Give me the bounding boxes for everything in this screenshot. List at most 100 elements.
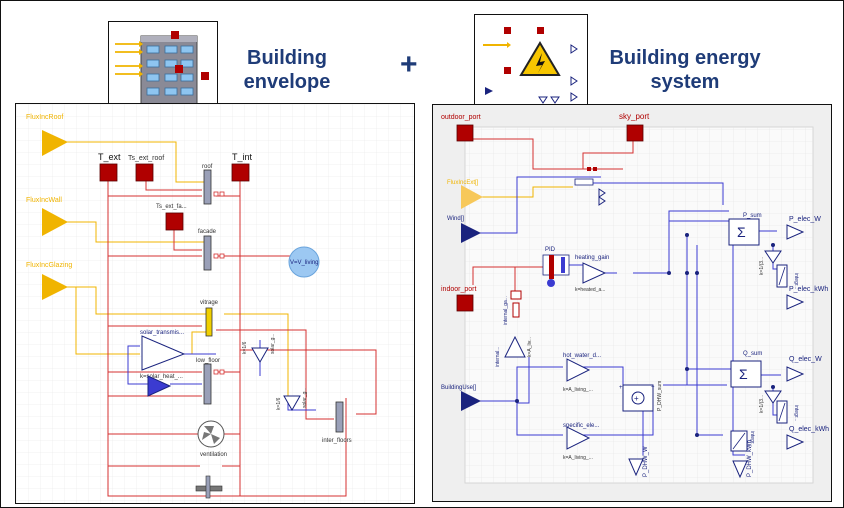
air-volume-label: V=V_living bbox=[290, 260, 319, 266]
p-sum-label: P_sum bbox=[743, 213, 762, 219]
gain-label: solar_g... bbox=[302, 387, 308, 408]
q-elec-w-label: Q_elec_W bbox=[789, 356, 822, 363]
outdoor-port bbox=[456, 124, 474, 142]
gain-label: solar_g... bbox=[270, 333, 276, 354]
sky-port bbox=[626, 124, 644, 142]
inter-floors-label: inter_floors bbox=[322, 438, 352, 444]
kwh-conv-label: k=1/(3... bbox=[759, 257, 765, 275]
ts-ext-facade-port bbox=[165, 212, 184, 231]
building-use-input-icon bbox=[461, 391, 481, 411]
ts-ext-facade-label: Ts_ext_fa... bbox=[156, 204, 187, 210]
prescribed-heat-flow-icon bbox=[147, 375, 172, 397]
solar-transmission-label: solar_transmis... bbox=[140, 330, 184, 336]
flux-ext-input-icon bbox=[461, 185, 483, 209]
low-floor-component bbox=[203, 363, 212, 405]
kwh-conv-label: k=1/(3... bbox=[759, 395, 765, 413]
internal-label: internal... bbox=[495, 346, 501, 367]
integrator-label: integr... bbox=[793, 405, 799, 421]
svg-text:+: + bbox=[634, 394, 639, 403]
roof-component bbox=[203, 169, 212, 205]
p-elec-w-label: P_elec_W bbox=[789, 216, 821, 223]
gain-icon bbox=[283, 395, 301, 412]
energy-system-diagram: FluxIncExt[] bbox=[441, 112, 829, 484]
system-title-line1: Building energy bbox=[609, 47, 761, 69]
ts-ext-roof-port bbox=[135, 163, 154, 182]
system-title: Building energy system bbox=[590, 46, 780, 94]
dhw-add-block bbox=[622, 384, 654, 412]
system-title-line2: system bbox=[650, 71, 720, 93]
specific-elec-param: k=A_living_... bbox=[563, 455, 593, 461]
heating-gain-block bbox=[582, 262, 607, 284]
t-ext-label: T_ext bbox=[98, 152, 121, 162]
specific-elec-label: specific_ele... bbox=[563, 423, 600, 429]
envelope-model-panel: FluxIncRoof FluxIncWall FluxIncGlazing T… bbox=[15, 103, 415, 504]
sky-port-label: sky_port bbox=[619, 112, 650, 121]
svg-text:+: + bbox=[651, 385, 655, 391]
internal-gain-param: k=A_liv... bbox=[527, 337, 533, 357]
svg-text:Σ: Σ bbox=[739, 366, 748, 382]
pid-block bbox=[542, 254, 570, 276]
p-dhw-w-output-icon bbox=[628, 458, 644, 477]
q-sum-block bbox=[730, 360, 762, 388]
plus-sign: + bbox=[400, 48, 418, 81]
integrator-label: integr... bbox=[793, 273, 799, 289]
t-ext-port bbox=[99, 163, 118, 182]
q-sum-label: Q_sum bbox=[743, 351, 762, 357]
q-elec-kwh-label: Q_elec_kWh bbox=[789, 426, 829, 433]
p-dhw-w-label: P_DHW_W bbox=[643, 446, 649, 477]
p-elec-kwh-label: P_elec_kWh bbox=[789, 286, 828, 293]
heating-gain-param: k=heated_a... bbox=[575, 287, 605, 293]
p-dhw-kwh-label: P_DHW_kWh bbox=[747, 440, 753, 477]
low-floor-label: low_floor bbox=[196, 358, 220, 364]
wind-input-icon bbox=[461, 223, 481, 243]
vitrage-label: vitrage bbox=[200, 300, 219, 306]
indoor-port bbox=[456, 294, 474, 312]
envelope-title-line2: envelope bbox=[243, 71, 331, 93]
flux-glazing-input-icon bbox=[42, 274, 68, 300]
flux-wall-label: FluxIncWall bbox=[26, 197, 62, 204]
dhw-sum-label: P_DHW_sum bbox=[657, 381, 663, 411]
t-int-label: T_int bbox=[232, 152, 253, 162]
gain-label: k=1/6 bbox=[242, 341, 248, 354]
energy-system-icon bbox=[474, 14, 588, 117]
q-elec-w-output-icon bbox=[786, 366, 805, 382]
envelope-title: Building envelope bbox=[222, 46, 352, 94]
hot-water-gain-block bbox=[566, 358, 591, 382]
p-elec-kwh-output-icon bbox=[786, 294, 805, 310]
q-elec-kwh-output-icon bbox=[786, 434, 805, 450]
solar-transmission-param: k=solar_heat_... bbox=[140, 374, 183, 380]
flux-wall-input-icon bbox=[42, 208, 68, 236]
indoor-port-label: indoor_port bbox=[441, 286, 476, 293]
vitrage-component bbox=[205, 307, 213, 337]
building-use-label: BuildingUse[] bbox=[441, 385, 477, 391]
energy-system-model-panel: FluxIncExt[] bbox=[432, 104, 832, 502]
flux-glazing-label: FluxIncGlazing bbox=[26, 262, 72, 269]
flux-roof-input-icon bbox=[42, 130, 68, 156]
envelope-diagram: FluxIncRoof FluxIncWall FluxIncGlazing T… bbox=[16, 104, 414, 503]
svg-text:+: + bbox=[619, 385, 623, 391]
p-dhw-kwh-output-icon bbox=[732, 460, 748, 479]
svg-text:Σ: Σ bbox=[737, 224, 746, 240]
ventilation-label: ventilation bbox=[200, 452, 227, 458]
solar-flux-wires bbox=[56, 141, 289, 396]
heating-gain-label: heating_gain bbox=[575, 255, 609, 261]
facade-label: facade bbox=[198, 229, 217, 235]
specific-elec-gain-block bbox=[566, 426, 591, 450]
facade-component bbox=[203, 235, 212, 271]
envelope-title-line1: Building bbox=[247, 47, 327, 69]
outdoor-port-label: outdoor_port bbox=[441, 114, 481, 121]
internal-gain-label: internal_ga... bbox=[503, 296, 509, 325]
wind-label: Wind[] bbox=[447, 216, 464, 222]
pid-label: PID bbox=[545, 247, 556, 253]
inter-floors-component bbox=[335, 401, 344, 433]
t-int-port bbox=[231, 163, 250, 182]
hot-water-param: k=A_living_... bbox=[563, 387, 593, 393]
roof-label: roof bbox=[202, 164, 213, 170]
flux-roof-label: FluxIncRoof bbox=[26, 114, 63, 121]
p-elec-w-output-icon bbox=[786, 224, 805, 240]
solar-transmission-gain-block bbox=[141, 335, 186, 371]
gain-icon bbox=[251, 347, 269, 364]
flux-inputs bbox=[42, 130, 68, 300]
ts-ext-roof-label: Ts_ext_roof bbox=[128, 155, 164, 162]
air-volume-icon bbox=[288, 246, 320, 278]
